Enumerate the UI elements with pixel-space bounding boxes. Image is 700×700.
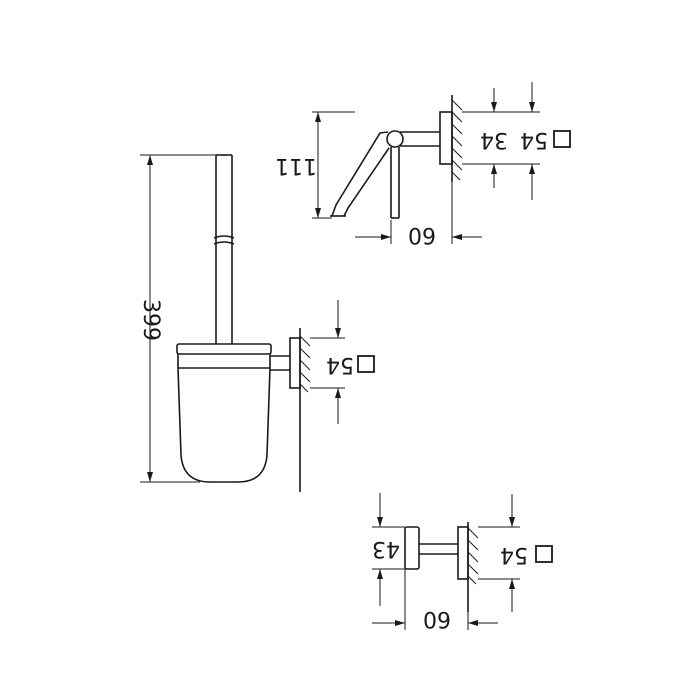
holder-pivot xyxy=(386,130,404,148)
brush-plate-label: 54 xyxy=(326,352,354,377)
brush-399-arrow-bottom xyxy=(147,472,153,482)
holder-square-symbol xyxy=(553,130,571,148)
hook-54-arrow-bottom xyxy=(509,579,515,589)
brush-wall-hatch xyxy=(299,335,311,393)
brush-handle-break-upper xyxy=(213,235,235,239)
holder-34-arrow-bottom xyxy=(491,164,497,174)
brush-399-arrow-top xyxy=(147,155,153,165)
brush-wall-plate xyxy=(289,337,301,389)
hook-wall-hatch xyxy=(467,527,479,585)
paper-holder-drawing: 111 60 34 54 xyxy=(275,82,571,247)
hook-60-arrow-right xyxy=(468,620,478,626)
holder-34-arrow-top xyxy=(491,102,497,112)
holder-height-label: 111 xyxy=(275,153,317,178)
holder-111-arrow-bottom xyxy=(315,208,321,218)
holder-wall-plate xyxy=(439,111,453,165)
brush-handle-break-lower xyxy=(213,241,235,245)
holder-plate-label: 54 xyxy=(520,127,548,152)
brush-set-drawing: 399 54 xyxy=(138,154,375,492)
hook-square-symbol xyxy=(535,545,553,563)
hook-43-arrow-bottom xyxy=(377,569,383,579)
hook-head xyxy=(404,526,420,570)
hook-43-arrow-top xyxy=(377,517,383,527)
brush-square-symbol xyxy=(357,355,375,373)
holder-111-arrow-top xyxy=(315,112,321,122)
holder-rosette-label: 34 xyxy=(480,127,508,152)
holder-60-arrow-left xyxy=(381,234,391,240)
hook-projection-label: 60 xyxy=(423,606,451,631)
holder-projection-label: 60 xyxy=(408,222,436,247)
hook-height-label: 43 xyxy=(372,536,400,561)
hook-drawing: 43 60 54 xyxy=(372,493,553,631)
hook-54-arrow-top xyxy=(509,517,515,527)
hook-plate-label: 54 xyxy=(500,542,528,567)
holder-wall-hatch xyxy=(451,99,463,181)
holder-54-arrow-bottom xyxy=(529,164,535,174)
hook-wall-plate xyxy=(457,526,469,580)
hook-60-arrow-left xyxy=(395,620,405,626)
holder-54-arrow-top xyxy=(529,102,535,112)
brush-lid xyxy=(176,343,272,355)
brush-54-arrow-bottom xyxy=(335,388,341,398)
holder-flap-lower xyxy=(343,147,390,217)
holder-flap-upper xyxy=(331,131,389,217)
brush-height-label: 399 xyxy=(138,299,163,341)
holder-60-arrow-right xyxy=(452,234,462,240)
brush-cup xyxy=(177,367,271,483)
brush-54-arrow-top xyxy=(335,328,341,338)
